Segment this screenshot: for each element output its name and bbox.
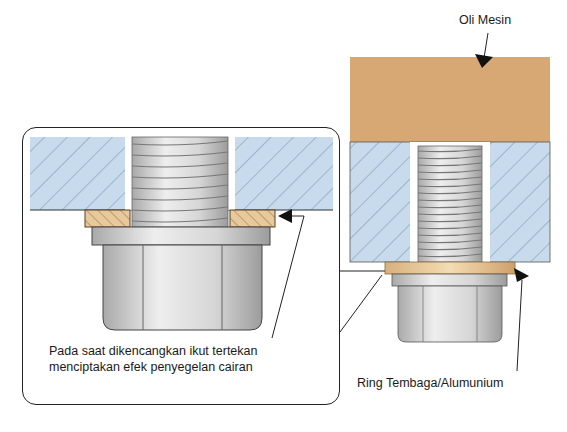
zoom-line — [340, 271, 385, 272]
inset-ground — [22, 127, 340, 405]
leader-line — [292, 216, 304, 217]
inset-box: Pada saat dikencangkan ikut tertekan men… — [22, 127, 340, 405]
crushed-washer — [85, 210, 130, 227]
leader-line — [517, 280, 522, 371]
crushed-washer — [230, 210, 275, 227]
copper-washer — [385, 262, 515, 274]
engine-oil — [350, 57, 550, 142]
bolt-hole — [410, 142, 490, 262]
arrowhead — [278, 209, 292, 223]
screw-thread — [132, 141, 228, 222]
note-text: Pada saat dikencangkan ikut tertekan men… — [49, 343, 287, 376]
leader-line — [484, 33, 488, 58]
bolt-flange — [92, 227, 270, 245]
bolt-flange — [392, 274, 507, 286]
bolt-shaft — [132, 137, 228, 227]
part-label: Ring Tembaga/Alumunium — [357, 376, 503, 390]
screw-thread — [418, 149, 482, 257]
bolt-head — [398, 286, 502, 342]
oil-pan-wall — [350, 142, 550, 262]
leader-line — [272, 216, 304, 338]
bolt-shaft — [418, 146, 482, 262]
arrowhead — [514, 268, 529, 282]
bolt-head — [103, 245, 262, 330]
zoom-line — [340, 275, 382, 332]
part-label: Oli Mesin — [459, 13, 511, 27]
arrowhead — [475, 54, 493, 68]
